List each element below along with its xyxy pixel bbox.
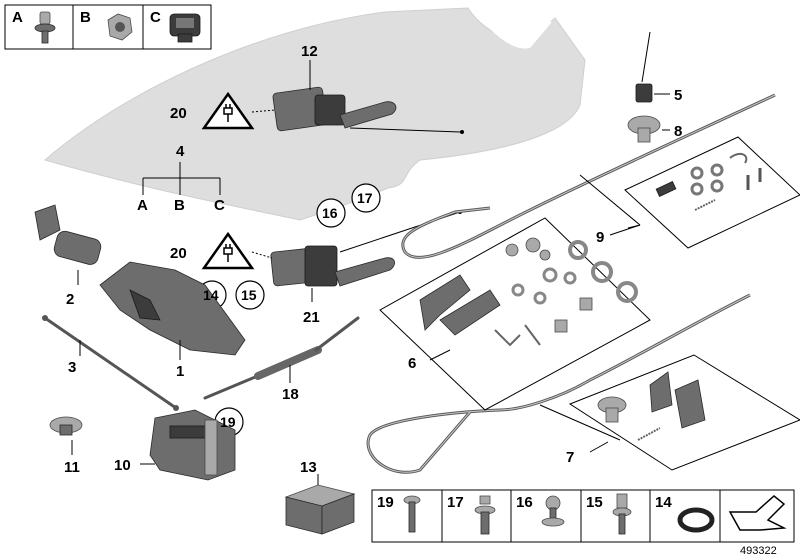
gas-strut-18	[203, 316, 360, 400]
callout-11: 11	[64, 459, 80, 476]
inset-label-b: B	[80, 9, 91, 26]
variant-c: C	[214, 197, 225, 214]
inset-label-a: A	[12, 9, 23, 26]
o-ring-icon	[677, 507, 715, 533]
ball-pin-icon	[541, 495, 565, 527]
legend-15: 15	[586, 494, 603, 511]
legend-17: 17	[447, 494, 464, 511]
callout-10: 10	[114, 457, 131, 474]
direction-arrow-icon	[728, 495, 787, 531]
callout-15: 15	[241, 287, 257, 303]
variant-b: B	[174, 197, 185, 214]
parts-kit-7	[568, 354, 800, 471]
warning-triangle-plug-icon	[201, 231, 273, 270]
callout-20-lower: 20	[170, 245, 187, 262]
bowden-cable-lower	[366, 293, 751, 474]
rivet-8	[627, 115, 670, 143]
inset-label-c: C	[150, 9, 161, 26]
hinge-bracket	[99, 261, 246, 360]
parts-kit-9	[609, 136, 800, 249]
clip-11	[49, 416, 83, 455]
lock-actuator-upper	[272, 60, 464, 134]
callout-2: 2	[66, 291, 74, 308]
rod-3	[42, 315, 179, 411]
diagram-id: 493322	[740, 545, 777, 557]
callout-6: 6	[408, 355, 416, 372]
variant-a: A	[137, 197, 148, 214]
legend-strip: 19 17 16 15 14	[371, 489, 795, 543]
callout-5: 5	[674, 87, 682, 104]
callout-12: 12	[301, 43, 318, 60]
callout-19: 19	[220, 414, 236, 430]
box-13	[284, 474, 356, 535]
legend-14: 14	[655, 494, 672, 511]
legend-16: 16	[516, 494, 533, 511]
legend-19: 19	[377, 494, 394, 511]
callout-20-upper: 20	[170, 105, 187, 122]
screw-icon	[403, 495, 421, 533]
clip-c-icon	[169, 13, 201, 43]
callout-18: 18	[282, 386, 299, 403]
parts-kit-6	[379, 217, 651, 411]
lock-actuator-lower	[270, 210, 462, 302]
rivet-a-icon	[34, 11, 56, 44]
callout-labels: 4 12 20 20 16 17 14 15 21 2 1 3 18 19 11…	[64, 43, 682, 476]
variant-tree: A B C	[137, 162, 225, 214]
hex-nut-b-icon	[107, 13, 133, 41]
callout-8: 8	[674, 123, 682, 140]
stud-icon	[612, 493, 632, 535]
callout-9: 9	[596, 229, 604, 246]
callout-7: 7	[566, 449, 574, 466]
bowden-cable-upper	[401, 93, 776, 259]
lock-housing-10	[140, 409, 236, 481]
callout-3: 3	[68, 359, 76, 376]
callout-13: 13	[300, 459, 317, 476]
bolt-icon	[474, 495, 496, 535]
callout-21: 21	[303, 309, 320, 326]
inset-header: A B C	[4, 4, 212, 50]
warning-triangle-plug-icon	[201, 91, 276, 130]
callout-4: 4	[176, 143, 185, 160]
antenna-clip-5	[635, 31, 670, 103]
callout-14: 14	[203, 287, 219, 303]
callout-16: 16	[322, 205, 338, 221]
callout-17: 17	[357, 190, 373, 206]
callout-1: 1	[176, 363, 184, 380]
motor-part	[34, 204, 102, 285]
